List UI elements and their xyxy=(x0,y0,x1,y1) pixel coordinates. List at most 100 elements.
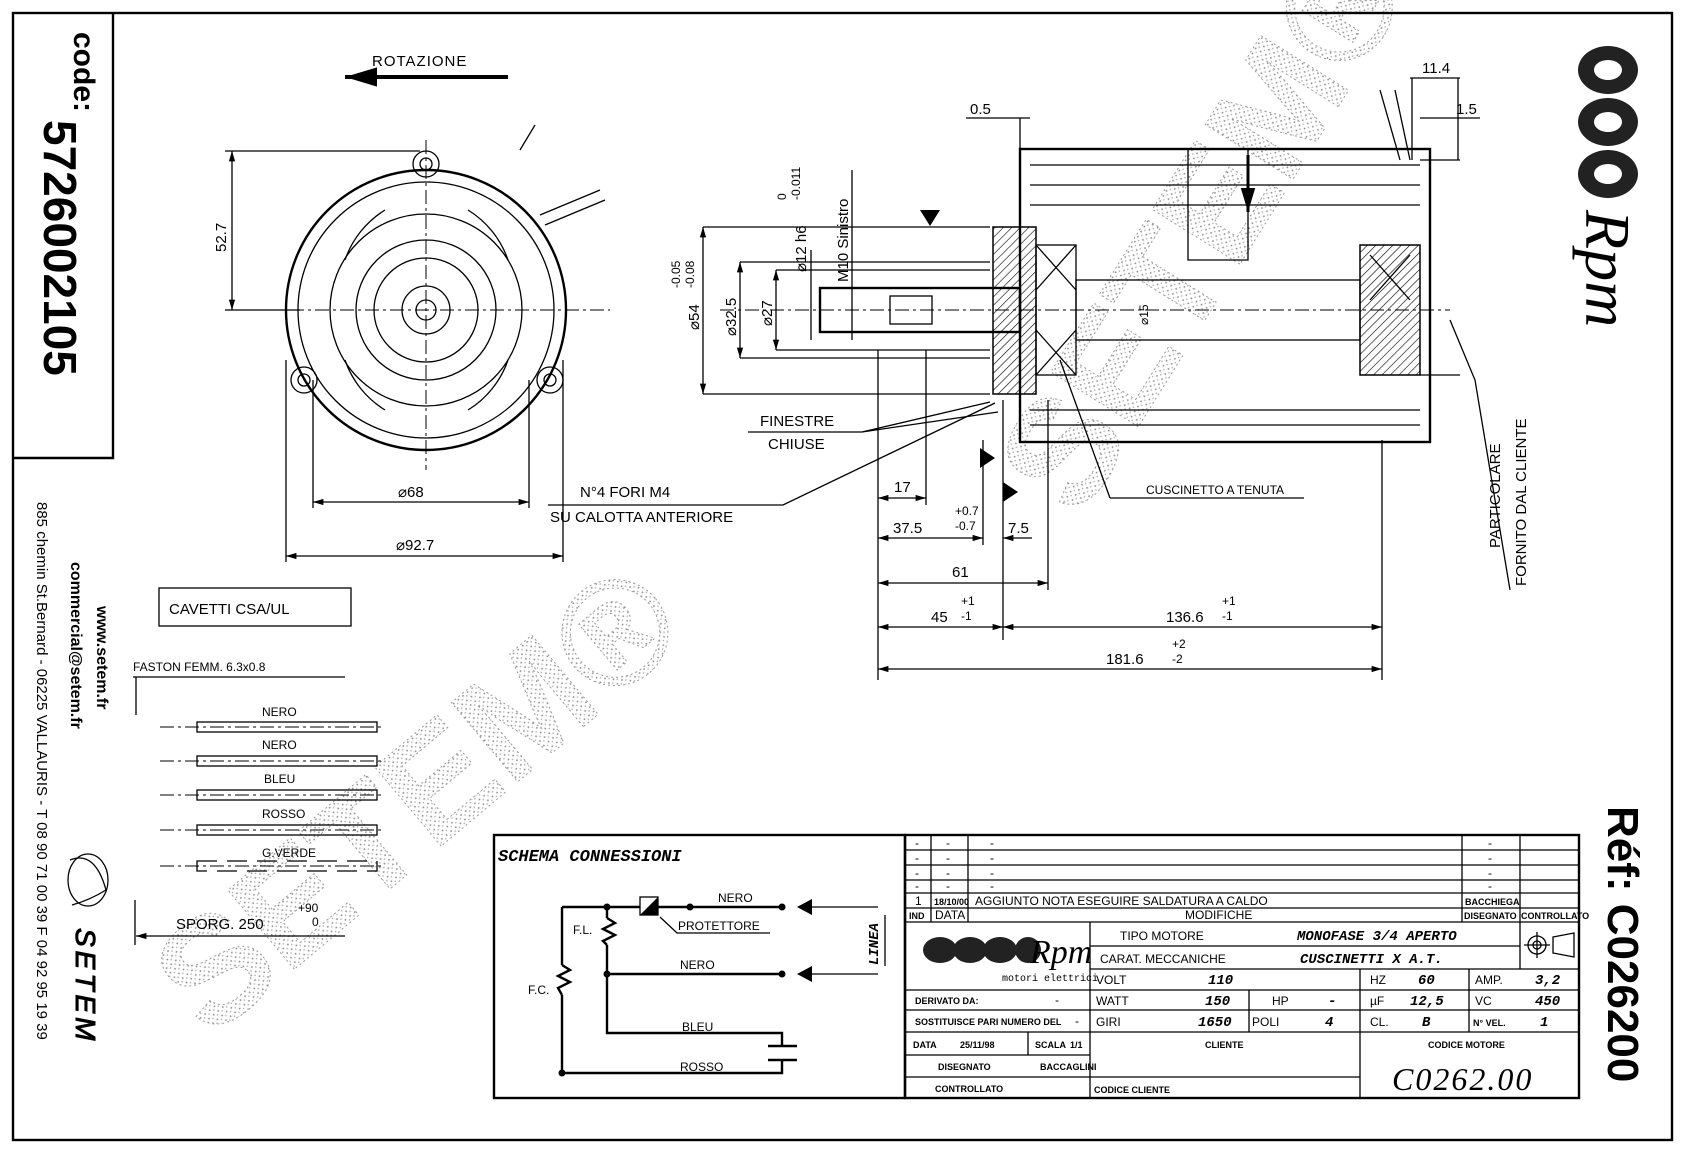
wire-item: ROSSO xyxy=(160,807,385,836)
cliente-label: CLIENTE xyxy=(1205,1040,1244,1050)
website: www.setem.fr xyxy=(93,605,110,709)
customer-part-2: FORNITO DAL CLIENTE xyxy=(1513,418,1530,586)
hdr-controllato: CONTROLLATO xyxy=(1521,911,1589,921)
cables-title: CAVETTI CSA/UL xyxy=(169,601,290,618)
codice-motore-label: CODICE MOTORE xyxy=(1428,1040,1505,1050)
disegnato-value: BACCAGLINI xyxy=(1040,1062,1097,1072)
cl-value: B xyxy=(1422,1015,1431,1031)
ind: - xyxy=(915,836,919,850)
vc-value: 450 xyxy=(1535,994,1560,1010)
scala-value: 1/1 xyxy=(1070,1040,1083,1050)
schema-wire-top: NERO xyxy=(718,891,753,905)
dim-m10: M10 Sinistro xyxy=(835,199,852,282)
dis: - xyxy=(1488,879,1492,893)
title-block-logo: Rpm motori elettrici xyxy=(923,934,1098,985)
dis: BACCHIEGA xyxy=(1465,897,1520,907)
schema-wire-mid: NERO xyxy=(680,958,715,972)
hz-label: HZ xyxy=(1370,973,1386,987)
dim-181-6: 181.6 xyxy=(1106,651,1144,668)
protrusion-tol-upper: +90 xyxy=(298,901,319,915)
bearing-note: CUSCINETTO A TENUTA xyxy=(1146,483,1284,497)
dim-45-tol-upper: +1 xyxy=(961,594,975,608)
text: SETEM xyxy=(70,928,101,1044)
hp-label: HP xyxy=(1272,994,1289,1008)
amp-value: 3,2 xyxy=(1535,973,1561,989)
customer-part-1: PARTICOLARE xyxy=(1487,444,1504,548)
schema-wire-red: ROSSO xyxy=(680,1060,723,1074)
wire-list: NERO NERO BLEU ROSSO G.VERDE xyxy=(160,705,385,872)
vel-value: 1 xyxy=(1540,1015,1548,1031)
left-panel: code: 5726002105 www.setem.fr commercial… xyxy=(13,13,115,1045)
1: NERO xyxy=(262,738,297,752)
setem-logo: SETEM xyxy=(67,853,109,1045)
schema-fc: F.C. xyxy=(528,983,549,997)
dim-37-5: 37.5 xyxy=(893,520,922,537)
dim-136-6-tol-lower: -1 xyxy=(1222,609,1233,623)
hp-value: - xyxy=(1328,994,1336,1010)
3: ROSSO xyxy=(262,807,305,821)
dim-17: 17 xyxy=(894,479,911,496)
uf-value: 12,5 xyxy=(1410,994,1444,1010)
revision-row: ---- xyxy=(915,836,1492,850)
dim-61: 61 xyxy=(952,564,969,581)
dim-181-6-tol-upper: +2 xyxy=(1172,637,1186,651)
dim-height: 52.7 xyxy=(213,223,230,252)
reference-number: Réf: C026200 xyxy=(1598,806,1647,1082)
desc: - xyxy=(990,879,994,893)
data: - xyxy=(946,851,950,865)
poli-value: 4 xyxy=(1325,1015,1333,1031)
giri-value: 1650 xyxy=(1198,1015,1232,1031)
holes-note-1: N°4 FORI M4 xyxy=(580,484,670,501)
code-label: code: xyxy=(67,32,100,112)
scala-label: SCALA xyxy=(1035,1040,1066,1050)
0: NERO xyxy=(262,705,297,719)
dis: - xyxy=(1488,851,1492,865)
dim-0-5: 0.5 xyxy=(970,101,991,118)
data: - xyxy=(946,879,950,893)
surface-mark-icon xyxy=(920,210,940,226)
rotation-label: ROTAZIONE xyxy=(372,53,467,70)
side-view: ⌀54 -0.05 -0.08 ⌀32.5 ⌀27 ⌀12 h6 0 -0.01… xyxy=(669,60,1530,680)
wire-item: G.VERDE xyxy=(160,846,385,872)
windows-note-2: CHIUSE xyxy=(768,436,825,453)
windows-note-1: FINESTRE xyxy=(760,413,834,430)
dim-45-tol-lower: -1 xyxy=(961,609,972,623)
ind: - xyxy=(915,879,919,893)
protrusion-label: SPORG. 250 xyxy=(176,916,264,933)
tipo-label: TIPO MOTORE xyxy=(1120,929,1204,943)
data: 18/10/00 xyxy=(934,897,969,907)
dim-d54-tol-upper: -0.05 xyxy=(669,260,683,288)
dim-d27: ⌀27 xyxy=(759,300,776,326)
volt-label: VOLT xyxy=(1096,973,1127,987)
sostituisce-label: SOSTITUISCE PARI NUMERO DEL xyxy=(915,1017,1062,1027)
data: - xyxy=(946,866,950,880)
drawing-frame xyxy=(11,11,1674,1142)
tipo-value: MONOFASE 3/4 APERTO xyxy=(1296,929,1457,945)
desc: AGGIUNTO NOTA ESEGUIRE SALDATURA A CALDO xyxy=(975,894,1268,908)
desc: - xyxy=(990,836,994,850)
carat-label: CARAT. MECCANICHE xyxy=(1100,952,1226,966)
disegnato-label: DISEGNATO xyxy=(938,1062,991,1072)
schema-protector: PROTETTORE xyxy=(678,919,760,933)
amp-label: AMP. xyxy=(1475,973,1503,987)
wire-item: NERO xyxy=(160,738,385,767)
wire-item: NERO xyxy=(160,705,385,733)
giri-label: GIRI xyxy=(1096,1015,1121,1029)
rpm-logo-text: Rpm xyxy=(1572,209,1643,327)
uf-label: µF xyxy=(1370,994,1384,1008)
desc: - xyxy=(990,851,994,865)
carat-value: CUSCINETTI X A.T. xyxy=(1300,952,1443,968)
hz-value: 60 xyxy=(1418,973,1435,989)
volt-value: 110 xyxy=(1208,973,1233,989)
front-view: ROTAZIONE 52.7 ⌀68 ⌀92.7 N°4 FORI M4 SU … xyxy=(213,53,996,562)
code-value: 5726002105 xyxy=(34,120,86,376)
vel-label: N° VEL. xyxy=(1473,1018,1506,1028)
holes-note-2: SU CALOTTA ANTERIORE xyxy=(550,509,733,526)
schema-title: SCHEMA CONNESSIONI xyxy=(498,848,682,867)
projection-symbol-icon xyxy=(1524,932,1575,958)
poli-label: POLI xyxy=(1252,1015,1279,1029)
dim-d15: ⌀15 xyxy=(1137,304,1151,325)
schema-line: LINEA xyxy=(867,923,883,965)
